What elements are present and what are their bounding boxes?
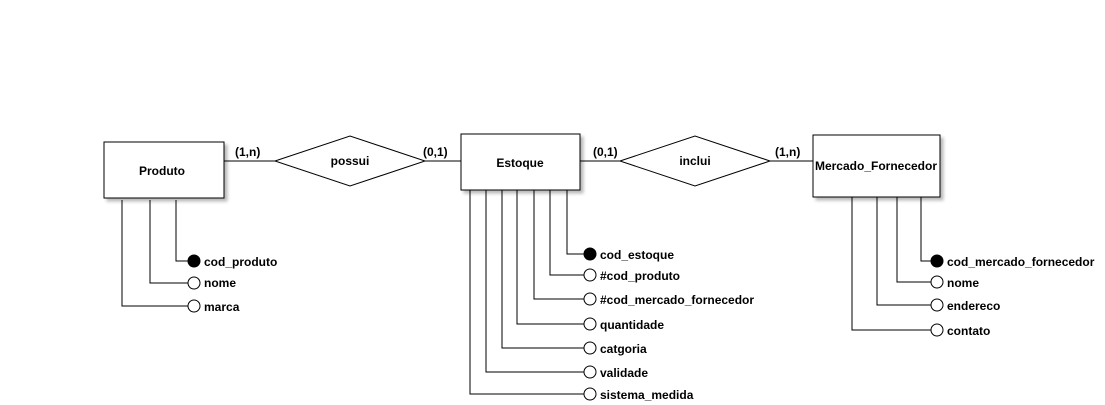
attribute-estoque-cod-estoque[interactable]: cod_estoque: [583, 247, 674, 262]
attribute-marker: [930, 275, 944, 289]
attribute-estoque-cod-produto-fk[interactable]: #cod_produto: [583, 268, 680, 283]
attribute-marker: [187, 299, 201, 313]
attribute-produto-nome[interactable]: nome: [187, 276, 236, 290]
entity-estoque[interactable]: Estoque: [460, 133, 581, 191]
attribute-label: quantidade: [600, 318, 664, 332]
entity-produto[interactable]: Produto: [103, 141, 225, 199]
primary-key-marker: [930, 254, 944, 268]
attribute-produto-marca[interactable]: marca: [187, 299, 240, 314]
primary-key-marker: [187, 254, 201, 268]
attribute-marker: [930, 298, 944, 312]
attribute-mercado-contato[interactable]: contato: [930, 323, 990, 338]
attribute-marker: [583, 341, 597, 355]
produto-attribute-lines: [121, 200, 188, 307]
attribute-label: #cod_mercado_fornecedor: [600, 293, 754, 307]
attribute-label: contato: [947, 324, 990, 338]
attribute-label: nome: [947, 276, 979, 290]
mercado-attribute-lines: [851, 197, 931, 331]
primary-key-marker: [583, 247, 597, 261]
cardinality-inclui-mercado: (1,n): [775, 145, 800, 159]
attribute-mercado-cod-mercado-fornecedor[interactable]: cod_mercado_fornecedor: [930, 254, 1095, 269]
attribute-label: #cod_produto: [600, 269, 680, 283]
attribute-label: catgoria: [600, 342, 647, 356]
attribute-estoque-catgoria[interactable]: catgoria: [583, 341, 647, 356]
entity-mercado-fornecedor[interactable]: Mercado_Fornecedor: [812, 134, 941, 198]
attribute-label: cod_mercado_fornecedor: [947, 255, 1095, 269]
attribute-estoque-validade[interactable]: validade: [583, 365, 648, 380]
relationship-possui-label: possui: [331, 154, 370, 168]
attribute-label: nome: [204, 276, 236, 290]
relationship-inclui[interactable]: inclui: [618, 135, 772, 187]
cardinality-estoque-inclui: (0,1): [593, 145, 618, 159]
attribute-label: endereco: [947, 299, 1000, 313]
attribute-mercado-nome[interactable]: nome: [930, 275, 979, 290]
attribute-marker: [583, 268, 597, 282]
attribute-label: cod_estoque: [600, 248, 674, 262]
attribute-label: cod_produto: [204, 255, 277, 269]
attribute-marker: [583, 387, 597, 401]
entity-produto-label: Produto: [139, 164, 185, 178]
attribute-mercado-endereco[interactable]: endereco: [930, 298, 1000, 313]
relationship-inclui-label: inclui: [679, 154, 710, 168]
attribute-estoque-quantidade[interactable]: quantidade: [583, 317, 664, 332]
cardinality-possui-estoque: (0,1): [423, 145, 448, 159]
attribute-marker: [187, 276, 201, 290]
attribute-label: sistema_medida: [600, 388, 694, 402]
attribute-marker: [930, 323, 944, 337]
relationship-possui[interactable]: possui: [273, 135, 427, 187]
attribute-estoque-sistema-medida[interactable]: sistema_medida: [583, 387, 694, 402]
estoque-attribute-lines: [469, 190, 584, 395]
attribute-marker: [583, 317, 597, 331]
attribute-marker: [583, 292, 597, 306]
entity-estoque-label: Estoque: [496, 156, 544, 170]
entity-mercado-fornecedor-label: Mercado_Fornecedor: [815, 159, 937, 173]
attribute-marker: [583, 365, 597, 379]
attribute-label: marca: [204, 300, 240, 314]
attribute-label: validade: [600, 366, 648, 380]
cardinality-produto-possui: (1,n): [235, 145, 260, 159]
attribute-produto-cod-produto[interactable]: cod_produto: [187, 254, 277, 269]
attribute-estoque-cod-mercado-fornecedor-fk[interactable]: #cod_mercado_fornecedor: [583, 292, 754, 307]
